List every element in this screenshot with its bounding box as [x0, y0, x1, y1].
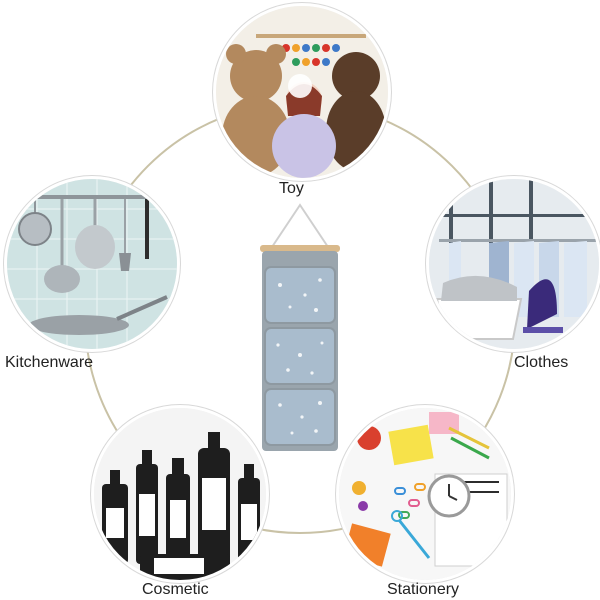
stationery-photo — [336, 405, 514, 583]
hanging-organizer-icon — [250, 195, 350, 455]
teddy-bear-icon — [216, 6, 388, 178]
utensils-icon — [7, 179, 177, 349]
kitchenware-photo — [4, 176, 180, 352]
clothes-photo — [426, 176, 600, 352]
toy-photo — [213, 3, 391, 181]
cosmetic-photo — [91, 405, 269, 583]
bottles-icon — [94, 408, 266, 580]
label-stationery: Stationery — [387, 581, 460, 598]
label-kitchenware: Kitchenware — [5, 354, 94, 371]
stationery-icon — [339, 408, 511, 580]
clothes-rack-icon — [429, 179, 599, 349]
label-toy: Toy — [279, 180, 304, 197]
label-clothes: Clothes — [514, 354, 569, 371]
label-cosmetic: Cosmetic — [142, 581, 209, 598]
